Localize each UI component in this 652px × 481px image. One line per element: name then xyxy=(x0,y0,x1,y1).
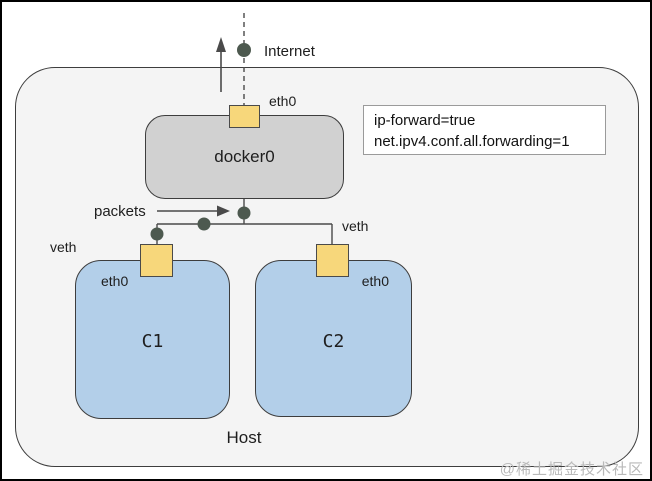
c1-veth-port xyxy=(140,244,173,277)
veth-left-label: veth xyxy=(50,239,77,255)
packets-label: packets xyxy=(94,203,146,220)
container-c2: eth0 C2 xyxy=(255,260,412,417)
internet-dot-icon xyxy=(237,43,251,57)
host-eth0-port xyxy=(229,105,260,128)
c2-name-label: C2 xyxy=(322,331,345,352)
c2-eth0-label: eth0 xyxy=(361,273,389,289)
config-line-1: ip-forward=true xyxy=(374,112,476,129)
outbound-arrow-head-icon xyxy=(216,37,226,52)
c1-eth0-label: eth0 xyxy=(101,273,129,289)
c2-veth-port xyxy=(316,244,349,277)
container-c1: eth0 C1 xyxy=(75,260,230,419)
config-note-box: ip-forward=true net.ipv4.conf.all.forwar… xyxy=(363,105,606,155)
host-label: Host xyxy=(226,428,262,447)
watermark-text: @稀土掘金技术社区 xyxy=(499,461,644,478)
config-line-2: net.ipv4.conf.all.forwarding=1 xyxy=(374,133,570,150)
veth-right-label: veth xyxy=(342,218,369,234)
host-eth0-label: eth0 xyxy=(269,93,297,109)
c1-name-label: C1 xyxy=(141,331,164,352)
internet-label: Internet xyxy=(264,43,315,60)
